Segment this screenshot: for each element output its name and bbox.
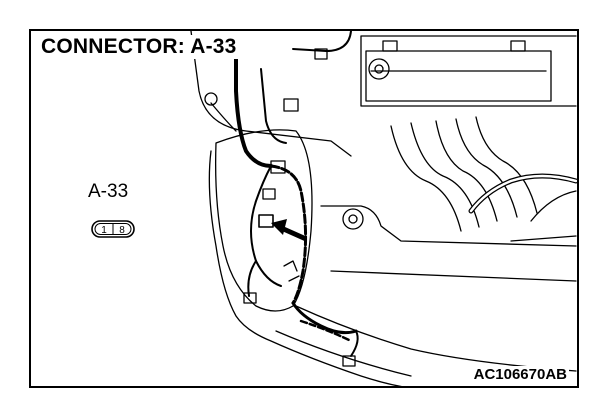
bolt-middle-inner (348, 214, 358, 224)
battery-terminal-left (382, 40, 398, 52)
harness-upper-right (260, 68, 287, 144)
bumper-inner (275, 330, 412, 377)
harness-loop (250, 165, 282, 287)
drawing-code: AC106670AB (471, 366, 569, 383)
bolt-middle (342, 208, 364, 230)
bolt-upper-inner (374, 64, 384, 74)
harness-main (234, 57, 273, 168)
connector-a33 (258, 214, 274, 228)
engine-bay-drawing (190, 31, 577, 386)
battery-terminal-right (510, 40, 526, 52)
crossmember (320, 205, 577, 247)
connector-pin-symbol: 1 8 (91, 219, 135, 244)
hose-3 (435, 120, 498, 222)
clip-1 (283, 260, 298, 272)
ground-ring (204, 92, 218, 106)
harness-tail-end (350, 330, 359, 357)
connector-tail (342, 355, 356, 367)
harness-long (269, 164, 308, 305)
hose-2 (410, 122, 480, 228)
diagram-frame: CONNECTOR: A-33 A-33 1 8 AC106670AB (29, 29, 579, 388)
connector-loop (262, 188, 276, 200)
harness-down (291, 301, 358, 335)
radiator-top (360, 35, 577, 107)
hose-4 (455, 118, 518, 218)
upper-panel-outline (190, 31, 352, 157)
harness-tail (299, 319, 353, 343)
lower-radiator (510, 190, 577, 242)
connector-upper-right (283, 98, 299, 112)
bolt-upper (368, 58, 390, 80)
harness-side (247, 260, 257, 297)
connector-pin-8: 8 (119, 225, 125, 236)
diagram-title: CONNECTOR: A-33 (38, 35, 240, 59)
hose-thick-inner (469, 174, 577, 213)
hose-5 (475, 116, 538, 214)
bumper-edge (295, 305, 577, 372)
connector-pin-1: 1 (101, 225, 107, 236)
connector-mid (270, 160, 286, 174)
hose-1 (390, 125, 462, 232)
battery-body (365, 50, 552, 102)
connector-ref-label: A-33 (88, 181, 129, 202)
harness-top (292, 31, 352, 52)
clip-2 (288, 275, 300, 282)
headlight-outline (214, 129, 313, 312)
connector-side (243, 292, 257, 304)
pointer-arrow (271, 219, 308, 242)
ground-wire (210, 102, 237, 132)
fender-outline (208, 150, 402, 386)
connector-top (314, 48, 328, 60)
connector-face-icon: 1 8 (91, 220, 135, 238)
crossmember-lower (330, 270, 577, 282)
